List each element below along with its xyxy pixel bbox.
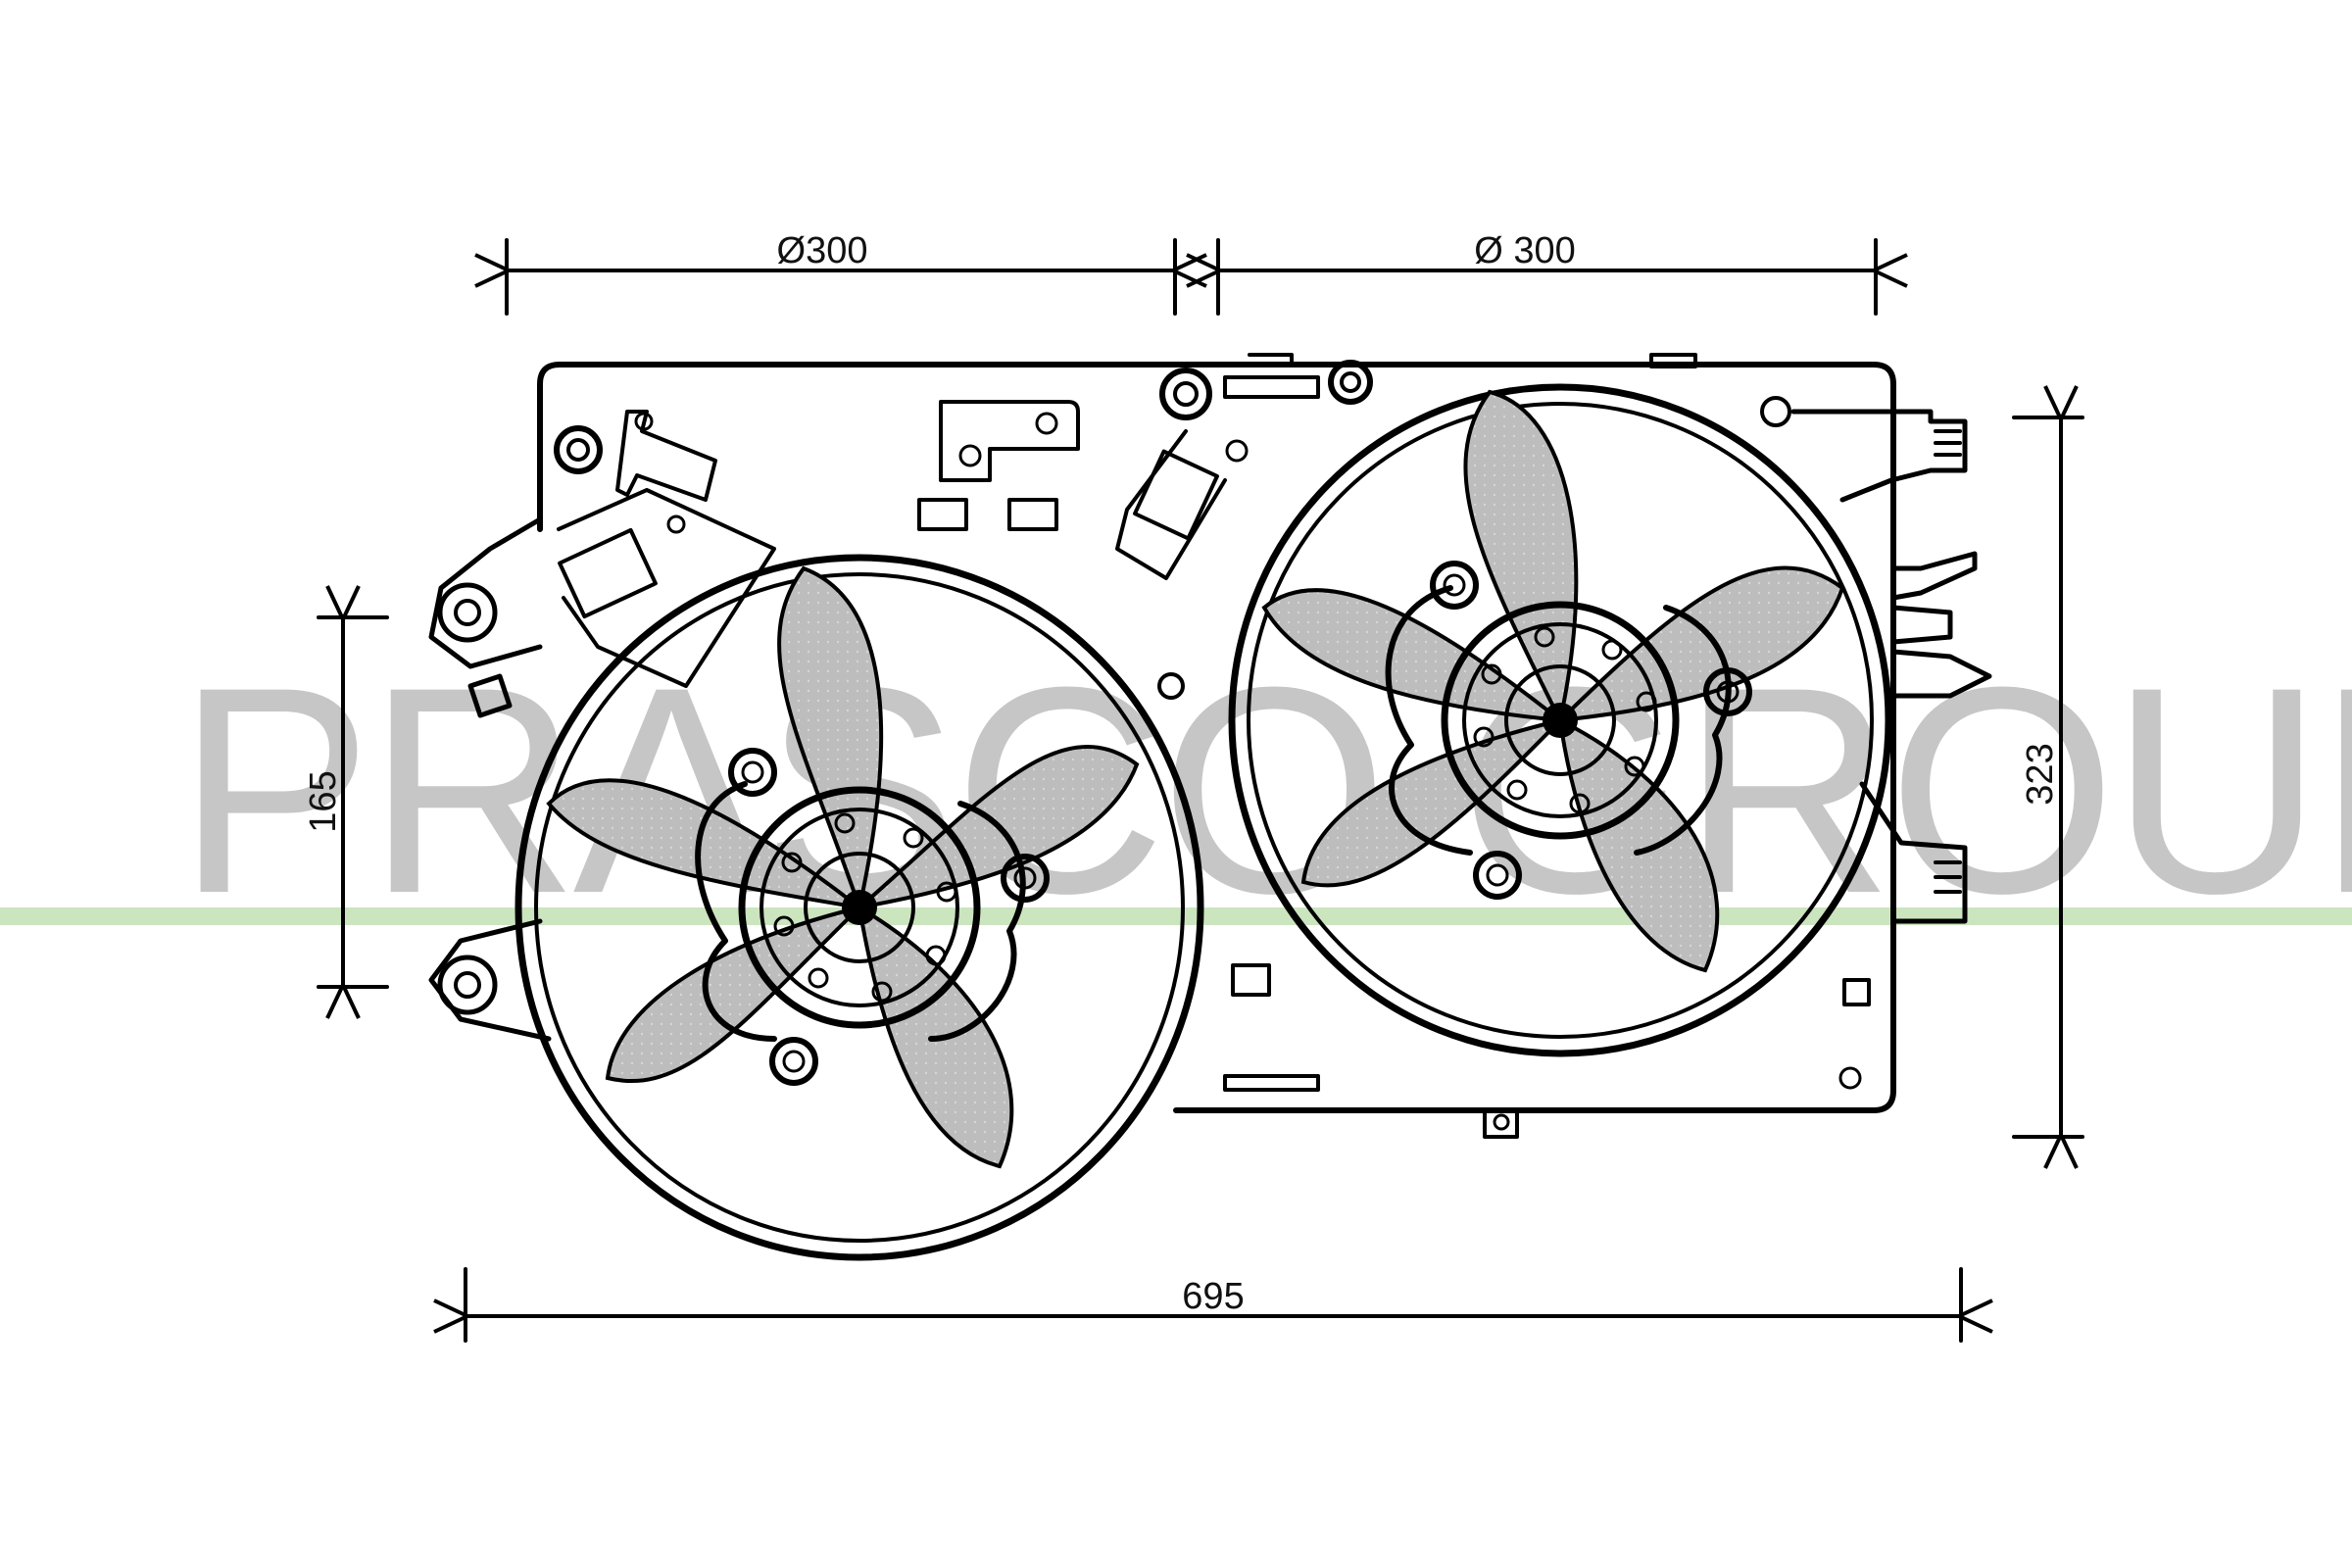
right-connectors — [1790, 409, 1992, 924]
left-hub-bolts — [773, 812, 957, 1003]
guide-line — [0, 907, 2352, 925]
right-fan-blades — [1261, 389, 1845, 973]
dimension-label-165: 165 — [303, 770, 344, 832]
right-hub-bolts — [1473, 626, 1657, 814]
dimension-label-695: 695 — [1182, 1276, 1244, 1317]
shroud — [428, 353, 1992, 1139]
dimension-overall-height: 323 — [2012, 417, 2084, 1137]
dimension-label-323: 323 — [2020, 743, 2061, 805]
dimension-label-left-diameter: Ø300 — [777, 230, 868, 271]
left-fan — [514, 554, 1204, 1261]
right-fan — [1228, 383, 1892, 1057]
dimension-right-fan-diameter: Ø 300 — [1218, 230, 1876, 316]
left-mount-brackets — [428, 516, 552, 1042]
dimension-overall-width: 695 — [466, 1267, 1961, 1343]
dimension-left-fan-diameter: Ø300 — [507, 230, 1175, 316]
shroud-details — [554, 353, 1871, 1139]
dimension-mount-spacing: 165 — [303, 617, 389, 987]
dimension-label-right-diameter: Ø 300 — [1474, 230, 1576, 271]
